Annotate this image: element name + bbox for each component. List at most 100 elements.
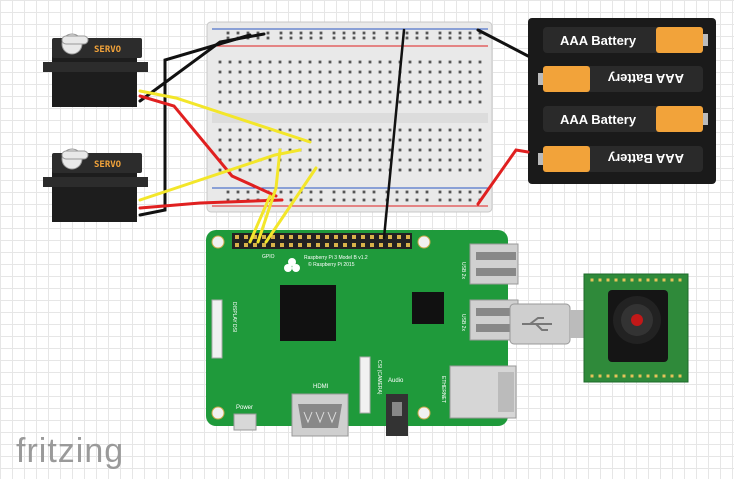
breadboard-hole bbox=[248, 100, 252, 104]
gpio-pin bbox=[352, 235, 356, 239]
breadboard-hole bbox=[415, 190, 419, 194]
gpio-pin bbox=[406, 235, 410, 239]
breadboard-hole bbox=[415, 31, 419, 35]
breadboard-hole bbox=[478, 70, 482, 74]
breadboard-hole bbox=[258, 128, 262, 132]
gpio-pin bbox=[397, 243, 401, 247]
breadboard-hole bbox=[338, 148, 342, 152]
breadboard-hole bbox=[228, 148, 232, 152]
breadboard-hole bbox=[332, 31, 336, 35]
breadboard-hole bbox=[298, 70, 302, 74]
battery-pack[interactable]: AAA Battery AAA Battery AAA Battery bbox=[528, 18, 716, 184]
gpio-pin bbox=[361, 235, 365, 239]
breadboard-hole bbox=[332, 36, 336, 40]
breadboard-hole bbox=[468, 168, 472, 172]
camera-module[interactable] bbox=[583, 273, 689, 383]
camera-pin bbox=[662, 374, 666, 378]
breadboard-hole bbox=[478, 100, 482, 104]
breadboard-hole bbox=[338, 138, 342, 142]
breadboard-hole bbox=[418, 90, 422, 94]
gpio-pin bbox=[325, 235, 329, 239]
breadboard-hole bbox=[378, 90, 382, 94]
usb-cable[interactable] bbox=[509, 303, 584, 345]
breadboard-hole bbox=[438, 158, 442, 162]
camera-pin bbox=[622, 374, 626, 378]
breadboard-hole bbox=[448, 80, 452, 84]
battery-cell-3: AAA Battery bbox=[543, 106, 708, 132]
breadboard-hole bbox=[238, 128, 242, 132]
breadboard-hole bbox=[448, 90, 452, 94]
gpio-pin bbox=[262, 235, 266, 239]
camera-connector[interactable] bbox=[359, 356, 371, 414]
breadboard-hole bbox=[438, 198, 442, 202]
breadboard-hole bbox=[388, 158, 392, 162]
breadboard-hole bbox=[378, 158, 382, 162]
camera-pin bbox=[614, 278, 618, 282]
camera-pin bbox=[622, 278, 626, 282]
battery-cell-4: AAA Battery bbox=[538, 146, 703, 172]
breadboard-hole bbox=[228, 138, 232, 142]
camera-pin bbox=[638, 374, 642, 378]
breadboard-hole bbox=[418, 70, 422, 74]
breadboard-hole bbox=[468, 148, 472, 152]
breadboard-hole bbox=[328, 60, 332, 64]
breadboard-hole bbox=[319, 198, 323, 202]
gpio-pin bbox=[280, 235, 284, 239]
breadboard-hole bbox=[268, 100, 272, 104]
raspberry-pi-board[interactable]: GPIO Raspberry Pi 3 Model B v1.2 © Raspb… bbox=[206, 230, 519, 437]
soc-chip bbox=[280, 285, 336, 341]
breadboard-hole bbox=[238, 168, 242, 172]
servo-2[interactable]: SERVO bbox=[43, 148, 148, 222]
breadboard-hole bbox=[348, 80, 352, 84]
breadboard-hole bbox=[418, 158, 422, 162]
breadboard-hole bbox=[308, 100, 312, 104]
usb-port-top[interactable] bbox=[469, 243, 519, 285]
breadboard-hole bbox=[405, 36, 409, 40]
servo-1[interactable]: SERVO bbox=[43, 33, 148, 107]
breadboard-hole bbox=[418, 60, 422, 64]
breadboard-hole bbox=[258, 148, 262, 152]
camera-pin bbox=[654, 374, 658, 378]
breadboard-hole bbox=[238, 60, 242, 64]
breadboard-hole bbox=[288, 148, 292, 152]
breadboard-hole bbox=[328, 90, 332, 94]
breadboard-hole bbox=[218, 60, 222, 64]
breadboard-hole bbox=[458, 128, 462, 132]
power-port[interactable] bbox=[233, 413, 257, 431]
breadboard-hole bbox=[328, 128, 332, 132]
breadboard-hole bbox=[458, 80, 462, 84]
breadboard-hole bbox=[288, 128, 292, 132]
breadboard-hole bbox=[368, 148, 372, 152]
breadboard-hole bbox=[448, 70, 452, 74]
breadboard-hole bbox=[226, 31, 230, 35]
breadboard-hole bbox=[468, 90, 472, 94]
gpio-pin bbox=[406, 243, 410, 247]
breadboard-hole bbox=[268, 138, 272, 142]
breadboard-hole bbox=[362, 31, 366, 35]
breadboard-hole bbox=[438, 60, 442, 64]
breadboard-hole bbox=[248, 90, 252, 94]
breadboard-hole bbox=[328, 80, 332, 84]
breadboard-hole bbox=[425, 36, 429, 40]
display-connector[interactable] bbox=[211, 299, 223, 359]
gpio-pin bbox=[244, 243, 248, 247]
breadboard-hole bbox=[415, 36, 419, 40]
breadboard-hole bbox=[342, 190, 346, 194]
breadboard-hole bbox=[448, 100, 452, 104]
breadboard-hole bbox=[352, 36, 356, 40]
breadboard-hole bbox=[418, 168, 422, 172]
camera-pin bbox=[630, 374, 634, 378]
breadboard-hole bbox=[398, 138, 402, 142]
breadboard-hole bbox=[248, 148, 252, 152]
breadboard-hole bbox=[398, 128, 402, 132]
breadboard-hole bbox=[448, 148, 452, 152]
breadboard-hole bbox=[468, 100, 472, 104]
breadboard-hole bbox=[478, 80, 482, 84]
breadboard-hole bbox=[268, 60, 272, 64]
breadboard-hole bbox=[458, 190, 462, 194]
breadboard-hole bbox=[458, 70, 462, 74]
breadboard-hole bbox=[468, 70, 472, 74]
breadboard-hole bbox=[388, 60, 392, 64]
gpio-pin bbox=[388, 243, 392, 247]
breadboard-hole bbox=[372, 36, 376, 40]
